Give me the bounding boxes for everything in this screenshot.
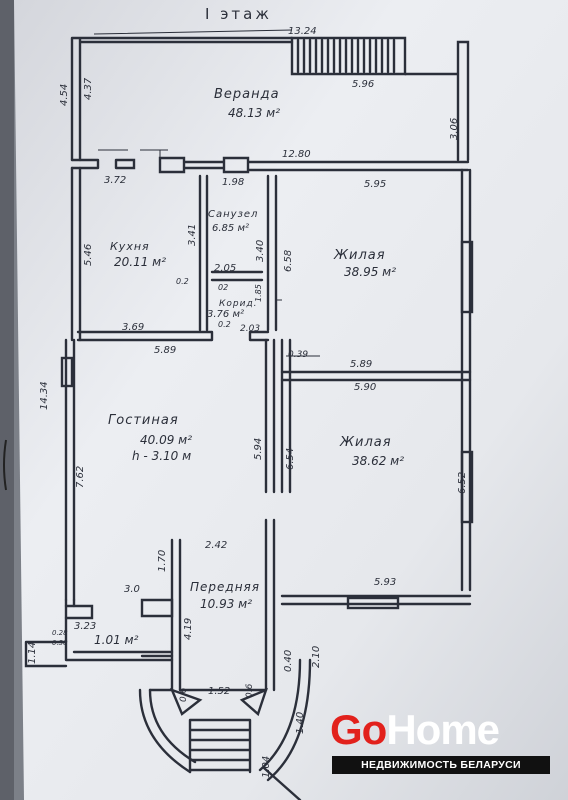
dim-1-14: 1.14 — [27, 641, 38, 664]
dim-3-40: 3.40 — [255, 239, 266, 262]
dim-2-03: 2.03 — [240, 324, 261, 334]
dim-5-94: 5.94 — [253, 437, 264, 460]
room-name-veranda: Веранда — [214, 87, 280, 102]
room-name-bedroom-bottom: Жилая — [340, 435, 392, 450]
room-area-veranda: 48.13 м² — [228, 106, 281, 120]
gohome-logo: GoHome НЕДВИЖИМОСТЬ БЕЛАРУСИ — [330, 706, 554, 778]
walls — [24, 36, 474, 800]
room-height-living-room: h - 3.10 м — [132, 449, 192, 463]
dim-6-54: 6.54 — [285, 447, 296, 470]
dim-4-54: 4.54 — [59, 83, 70, 106]
room-name-bedroom-top: Жилая — [334, 248, 386, 263]
dim-1-52: 1.52 — [208, 686, 231, 697]
dim-5-89-b: 5.89 — [350, 359, 373, 370]
dim-2-05: 2.05 — [214, 263, 237, 274]
dim-0-6-a: 0.6 — [179, 687, 189, 702]
logo-tagline: НЕДВИЖИМОСТЬ БЕЛАРУСИ — [332, 756, 550, 774]
dim-0-6-b: 0.6 — [245, 683, 255, 698]
dim-0-2-a: 0.2 — [176, 277, 189, 286]
dim-3-06: 3.06 — [449, 117, 460, 140]
dim-1-85: 1.85 — [254, 284, 263, 302]
room-name-kitchen: Кухня — [110, 240, 150, 253]
dim-5-96: 5.96 — [352, 79, 375, 90]
plan-title: I этаж — [205, 5, 272, 23]
dim-6-58: 6.58 — [283, 249, 294, 272]
room-name-hall: Передняя — [190, 580, 260, 594]
dim-3-23: 3.23 — [74, 621, 97, 632]
room-name-living-room: Гостиная — [108, 413, 179, 428]
dim-4-19: 4.19 — [183, 617, 194, 640]
room-area-hall: 10.93 м² — [200, 597, 253, 611]
dimension-lines — [93, 29, 320, 370]
room-area-bedroom-top: 38.95 м² — [344, 265, 397, 279]
room-name-bathroom: Санузел — [208, 209, 259, 220]
room-name-corridor: Корид. — [219, 299, 258, 309]
dim-1-98: 1.98 — [222, 177, 245, 188]
dim-6-52: 6.52 — [457, 471, 468, 494]
dim-1-40: 1.40 — [295, 711, 306, 734]
dim-7-62: 7.62 — [75, 465, 86, 488]
dim-3-0: 3.0 — [124, 584, 140, 595]
room-area-closet: 1.01 м² — [94, 633, 139, 647]
logo-go: Go — [330, 706, 387, 753]
dim-0-39: 0.39 — [288, 350, 309, 360]
room-area-bathroom: 6.85 м² — [212, 223, 249, 234]
dim-12-80: 12.80 — [282, 149, 311, 160]
dim-0-38: 0.38 — [52, 639, 68, 647]
room-area-bedroom-bottom: 38.62 м² — [352, 454, 405, 468]
dim-0-28: 0.28 — [52, 629, 68, 637]
dim-0-2-b: 02 — [218, 283, 229, 292]
dim-13-24: 13.24 — [288, 26, 317, 37]
dim-1-70: 1.70 — [157, 549, 168, 572]
dim-3-41: 3.41 — [187, 223, 198, 246]
background-left — [0, 0, 14, 800]
dim-1-04: 1.04 — [261, 755, 272, 778]
dim-2-10: 2.10 — [311, 645, 322, 668]
dim-14-34: 14.34 — [39, 381, 50, 410]
logo-home: Home — [386, 706, 500, 753]
dim-5-89-a: 5.89 — [154, 345, 177, 356]
dim-2-42: 2.42 — [205, 540, 228, 551]
dim-0-40: 0.40 — [283, 649, 294, 672]
dim-5-46: 5.46 — [83, 243, 94, 266]
dim-3-72: 3.72 — [104, 175, 127, 186]
dim-0-2-c: 0.2 — [218, 320, 231, 329]
room-area-corridor: 3.76 м² — [207, 309, 244, 320]
dim-5-95: 5.95 — [364, 179, 387, 190]
dim-3-69: 3.69 — [122, 322, 145, 333]
dim-5-93: 5.93 — [374, 577, 397, 588]
dim-4-37: 4.37 — [83, 77, 94, 100]
room-area-living-room: 40.09 м² — [140, 433, 193, 447]
dim-5-90: 5.90 — [354, 382, 377, 393]
logo-wordmark: GoHome — [330, 706, 500, 754]
room-area-kitchen: 20.11 м² — [114, 255, 167, 269]
